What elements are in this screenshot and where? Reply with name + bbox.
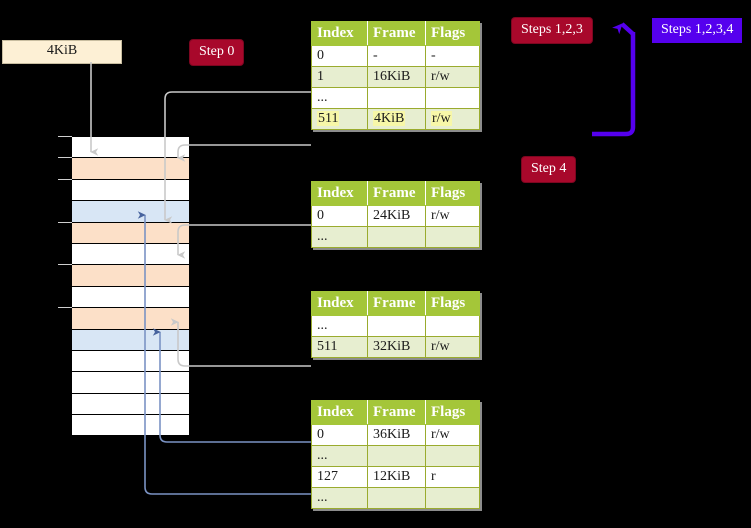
table-row: ... (311, 87, 480, 109)
frame-4kib-label: 4KiB (46, 43, 78, 58)
memory-frame-row (71, 243, 190, 265)
connector-table3-row511-to-memory (170, 318, 311, 367)
column-header-frame: Frame (367, 400, 426, 425)
memory-tick (58, 136, 72, 137)
cell-frame: 36KiB (367, 424, 426, 446)
memory-frame-row (71, 200, 190, 222)
physical-memory-column (71, 136, 190, 436)
column-header-frame: Frame (367, 21, 426, 46)
memory-frame-row (71, 392, 190, 415)
column-header-flags: Flags (425, 181, 480, 206)
memory-frame-row (71, 414, 190, 436)
cell-index: 511 (311, 108, 368, 130)
cell-flags: r/w (425, 336, 480, 358)
cell-frame: 4KiB (367, 108, 426, 130)
cell-frame (367, 87, 426, 109)
cell-index: ... (311, 315, 368, 337)
badge-step-0: Step 0 (190, 40, 244, 65)
cell-flags: r/w (425, 424, 480, 446)
cell-flags: - (425, 45, 480, 67)
column-header-flags: Flags (425, 400, 480, 425)
memory-tick (58, 157, 72, 159)
cell-flags: r/w (425, 66, 480, 88)
memory-frame-row (71, 221, 190, 243)
cell-flags (425, 315, 480, 337)
cell-flags (425, 226, 480, 248)
cell-frame: 32KiB (367, 336, 426, 358)
cell-index: 0 (311, 424, 368, 446)
column-header-frame: Frame (367, 291, 426, 316)
table-row: ... (311, 487, 480, 509)
cell-flags (425, 87, 480, 109)
column-header-index: Index (311, 21, 368, 46)
cell-frame (367, 487, 426, 509)
column-header-frame: Frame (367, 181, 426, 206)
memory-frame-row (71, 371, 190, 393)
column-header-index: Index (311, 400, 368, 425)
column-header-flags: Flags (425, 291, 480, 316)
memory-frame-row (71, 264, 190, 286)
column-header-index: Index (311, 291, 368, 316)
highlighted-value: r/w (431, 111, 452, 126)
cell-frame: 24KiB (367, 205, 426, 227)
cell-frame: - (367, 45, 426, 67)
memory-frame-row (71, 328, 190, 350)
frame-4kib-box: 4KiB (2, 40, 122, 64)
memory-tick (58, 307, 72, 309)
cell-index: ... (311, 445, 368, 467)
cell-frame (367, 315, 426, 337)
purple-bracket-path (592, 32, 636, 137)
cell-frame: 12KiB (367, 466, 426, 488)
memory-frame-row (71, 350, 190, 372)
cell-index: 0 (311, 205, 368, 227)
cell-index: 511 (311, 336, 368, 358)
highlighted-value: 4KiB (373, 111, 406, 126)
table-row: ... (311, 226, 480, 248)
cell-frame: 16KiB (367, 66, 426, 88)
cell-flags (425, 487, 480, 509)
badge-step-4: Step 4 (522, 157, 576, 182)
highlighted-value: 511 (317, 111, 340, 126)
cell-flags (425, 445, 480, 467)
cell-flags: r/w (425, 205, 480, 227)
memory-frame-row (71, 136, 190, 158)
memory-frame-row (71, 285, 190, 308)
badge-steps-1234: Steps 1,2,3,4 (652, 18, 743, 43)
table-row: 0-- (311, 45, 480, 67)
cell-flags: r/w (425, 108, 480, 130)
table-row: 511 4KiB r/w (311, 108, 480, 130)
table-row: ... (311, 445, 480, 467)
memory-frame-row (71, 178, 190, 201)
cell-frame (367, 445, 426, 467)
purple-bracket-arrowhead (612, 22, 635, 36)
badge-steps-123: Steps 1,2,3 (512, 18, 592, 43)
column-header-flags: Flags (425, 21, 480, 46)
table-row: ... (311, 315, 480, 337)
cell-index: ... (311, 487, 368, 509)
cell-index: 127 (311, 466, 368, 488)
cell-index: ... (311, 226, 368, 248)
cell-flags: r (425, 466, 480, 488)
memory-frame-row (71, 307, 190, 329)
memory-tick (58, 264, 72, 266)
memory-tick (58, 178, 72, 180)
column-header-index: Index (311, 181, 368, 206)
connector-table1-row511-to-memory (177, 144, 311, 162)
memory-frame-row (71, 157, 190, 179)
cell-index: 0 (311, 45, 368, 67)
cell-index: 1 (311, 66, 368, 88)
memory-tick (58, 221, 72, 223)
connector-table2-row0-to-memory (177, 224, 311, 259)
cell-index: ... (311, 87, 368, 109)
cell-frame (367, 226, 426, 248)
